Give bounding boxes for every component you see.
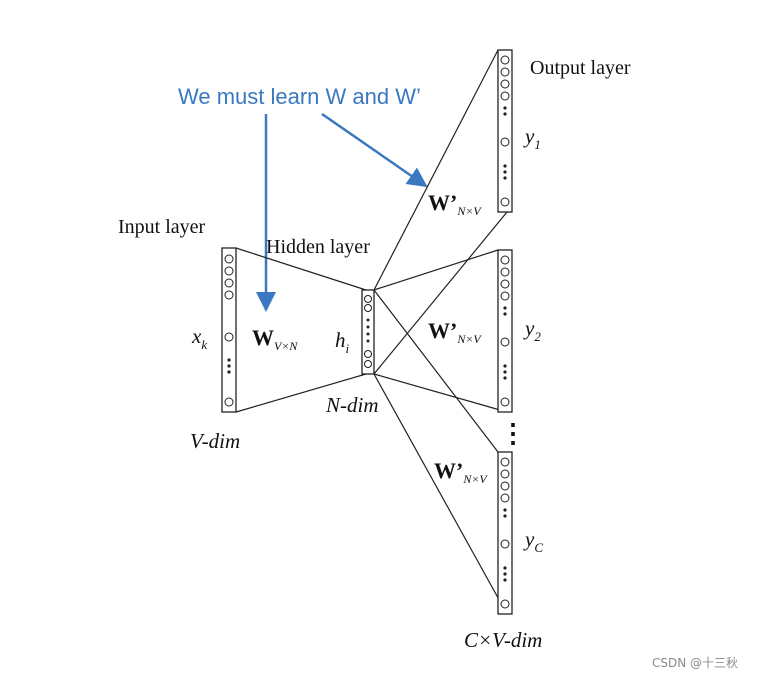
output-panel-3-column bbox=[497, 451, 513, 615]
csdn-watermark: CSDN @十三秋 bbox=[652, 656, 738, 670]
output-variable-label-3: yC bbox=[523, 527, 543, 555]
connection-lines bbox=[235, 49, 508, 615]
input-weight-label: WV×N bbox=[252, 325, 298, 353]
output-panel-1-column bbox=[497, 49, 513, 213]
hidden-layer-title: Hidden layer bbox=[266, 236, 370, 258]
output-layer-title: Output layer bbox=[530, 57, 631, 79]
hidden-layer-column bbox=[361, 289, 375, 375]
outputs-ellipsis: ⋮ bbox=[500, 419, 526, 448]
output-weight-label-1: W’N×V bbox=[428, 190, 482, 218]
output-dim-label: C×V-dim bbox=[464, 628, 542, 652]
hidden-variable-label: hi bbox=[335, 328, 350, 356]
input-layer-column bbox=[221, 247, 237, 413]
input-layer-title: Input layer bbox=[118, 216, 206, 238]
input-variable-label: xk bbox=[191, 324, 207, 352]
annotation-text: We must learn W and W’ bbox=[178, 84, 421, 109]
output-weight-label-3: W’N×V bbox=[434, 458, 488, 486]
output-variable-label-2: y2 bbox=[523, 316, 541, 344]
output-variable-label-1: y1 bbox=[523, 124, 541, 152]
output-panel-2-column bbox=[497, 249, 513, 413]
annotation-arrow-to-w-prime bbox=[321, 112, 428, 188]
hidden-dim-label: N-dim bbox=[325, 393, 379, 417]
output-weight-label-2: W’N×V bbox=[428, 318, 482, 346]
input-dim-label: V-dim bbox=[190, 429, 240, 453]
